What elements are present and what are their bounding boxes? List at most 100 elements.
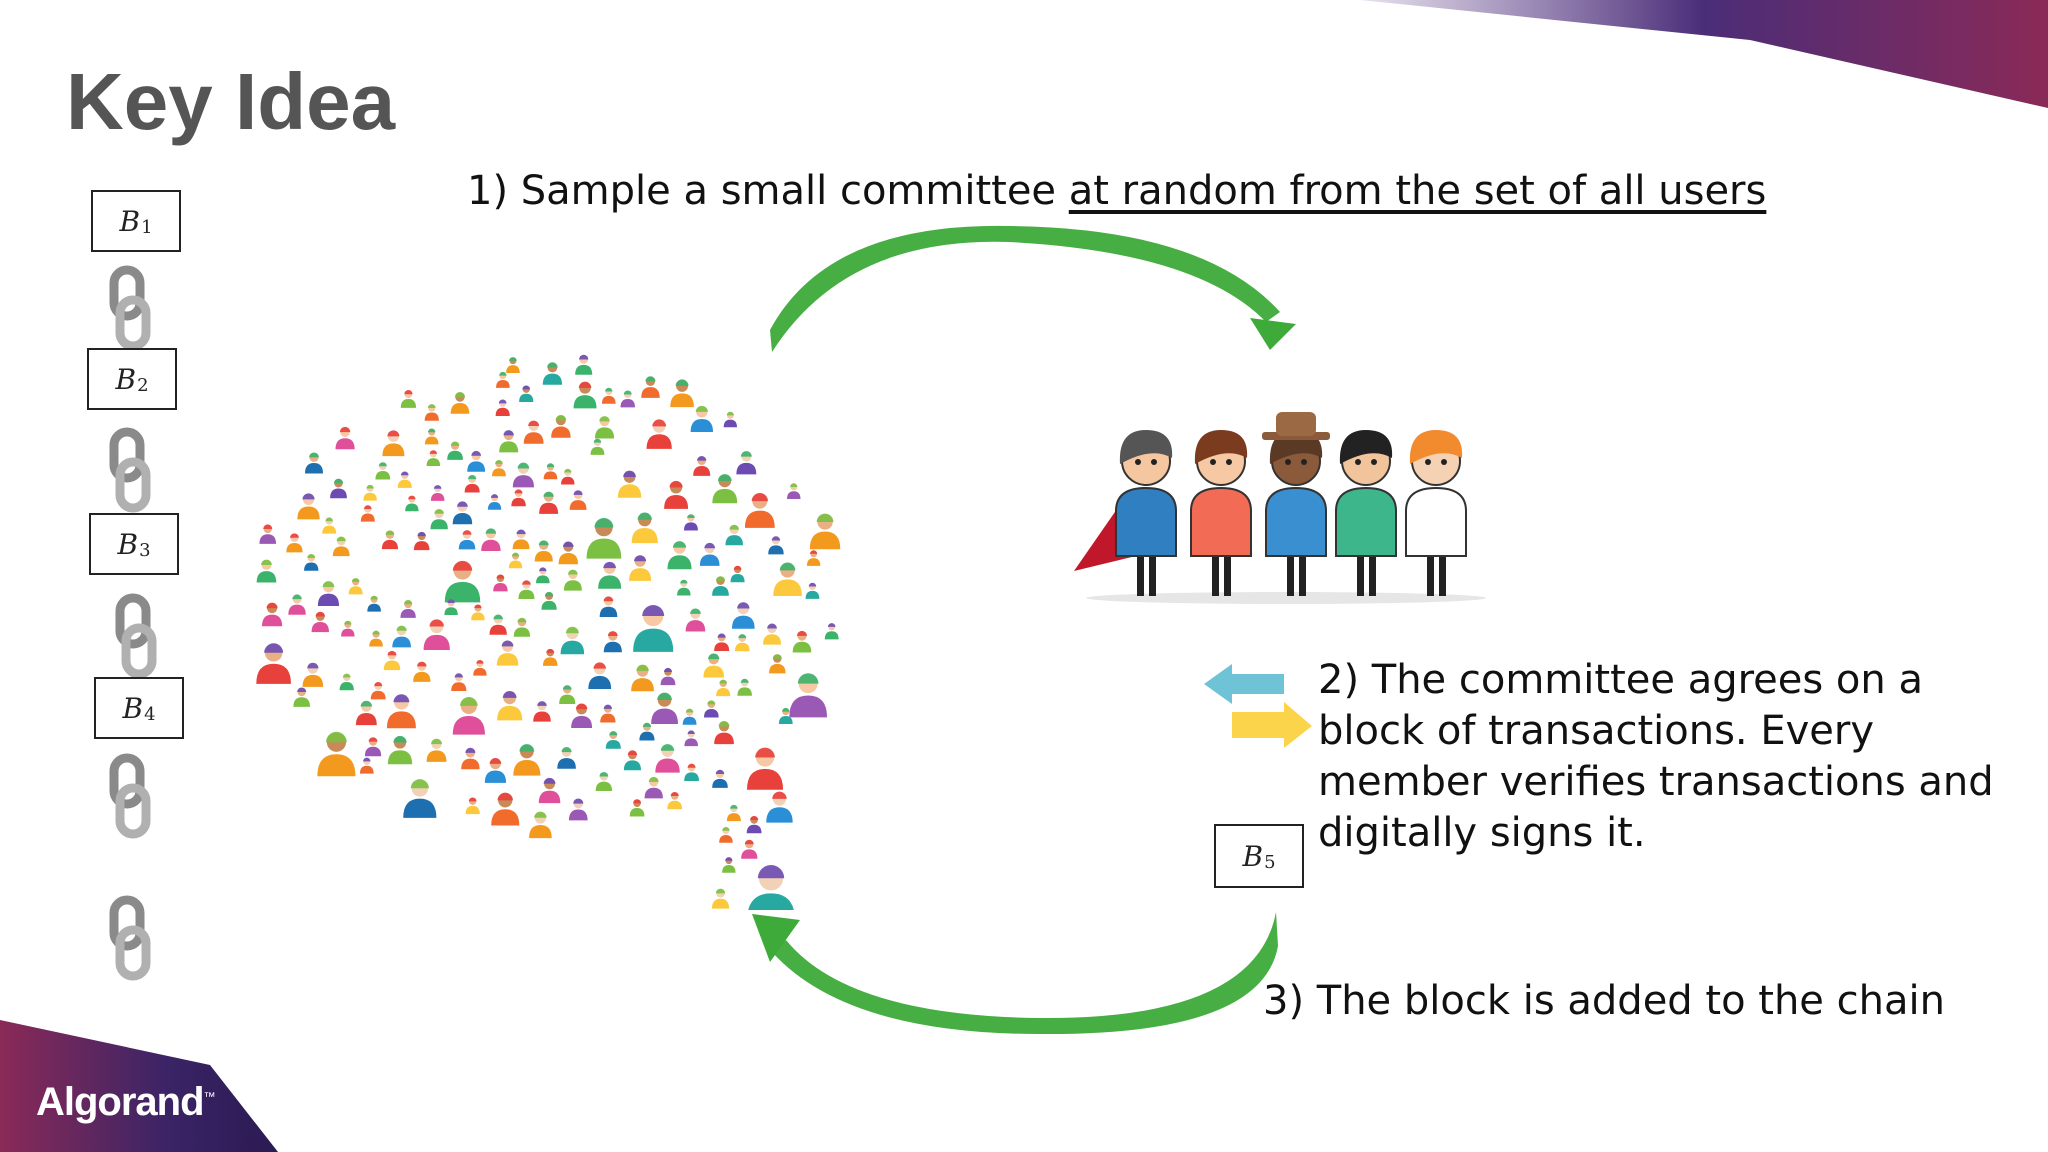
person-icon — [639, 722, 655, 741]
step-1-underlined: at random from the set of all users — [1068, 168, 1767, 214]
person-icon — [599, 596, 618, 617]
person-icon — [322, 517, 337, 534]
person-icon — [559, 685, 576, 704]
person-icon — [458, 530, 476, 550]
person-icon — [541, 591, 557, 610]
person-icon — [261, 602, 283, 627]
person-icon — [586, 517, 622, 559]
person-icon — [789, 673, 828, 718]
person-icon — [719, 827, 733, 843]
person-icon — [363, 484, 377, 501]
committee-group-icon — [1074, 412, 1486, 604]
person-icon — [712, 576, 729, 596]
person-icon — [787, 483, 801, 500]
person-icon — [670, 379, 694, 408]
person-icon — [677, 579, 691, 596]
person-icon — [397, 471, 412, 488]
person-icon — [382, 430, 405, 457]
person-icon — [452, 697, 485, 735]
person-icon — [519, 385, 534, 402]
person-icon — [563, 569, 582, 591]
person-icon — [481, 528, 501, 551]
person-icon — [317, 581, 340, 606]
person-icon — [367, 595, 381, 612]
person-icon — [348, 578, 363, 595]
person-icon — [655, 744, 680, 773]
person-icon — [631, 512, 658, 544]
person-icon — [557, 747, 576, 769]
person-icon — [529, 811, 552, 839]
person-icon — [430, 485, 445, 501]
person-icon — [311, 611, 329, 633]
chain-link-icon — [109, 753, 151, 839]
person-icon — [792, 630, 812, 653]
person-icon — [598, 561, 622, 589]
person-icon — [664, 480, 689, 509]
person-icon — [424, 404, 439, 421]
step-2-text: 2) The committee agrees on a block of tr… — [1318, 657, 1994, 856]
person-icon — [824, 623, 839, 640]
person-icon — [558, 541, 579, 565]
person-icon — [538, 777, 561, 804]
person-icon — [339, 673, 354, 691]
person-icon — [518, 580, 535, 600]
person-icon — [539, 491, 559, 514]
person-icon — [744, 493, 775, 528]
committee-member-icon — [1190, 430, 1252, 596]
person-icon — [633, 604, 674, 652]
person-icon — [737, 678, 752, 696]
person-icon — [513, 617, 531, 637]
person-icon — [768, 536, 784, 555]
person-icon — [452, 501, 473, 525]
person-icon — [575, 354, 593, 375]
person-icon — [644, 776, 663, 799]
person-icon — [400, 600, 416, 618]
person-icon — [369, 630, 383, 647]
person-icon — [726, 804, 741, 822]
person-icon — [450, 392, 470, 414]
person-icon — [302, 662, 324, 687]
person-icon — [487, 494, 502, 510]
person-icon — [561, 468, 575, 485]
person-icon — [386, 694, 416, 729]
person-icon — [511, 489, 526, 507]
person-icon — [403, 779, 437, 818]
person-icon — [595, 771, 613, 792]
person-icon — [335, 426, 355, 450]
bottom-band — [0, 1020, 278, 1152]
person-icon — [617, 470, 642, 498]
person-icon — [495, 399, 510, 416]
person-icon — [560, 626, 585, 655]
person-icon — [542, 362, 563, 385]
person-icon — [603, 631, 622, 653]
person-icon — [423, 619, 450, 651]
person-icon — [297, 493, 320, 520]
person-icon — [693, 456, 711, 476]
person-icon — [383, 650, 401, 671]
person-icon — [660, 667, 676, 686]
person-icon — [722, 857, 736, 873]
person-icon — [714, 721, 734, 745]
person-icon — [741, 839, 758, 859]
person-icon — [464, 474, 480, 493]
person-icon — [512, 462, 534, 488]
person-icon — [330, 478, 347, 499]
committee-member-icon — [1074, 430, 1177, 596]
person-icon — [620, 390, 635, 408]
person-icon — [461, 747, 480, 770]
person-icon — [703, 653, 725, 678]
person-icon — [594, 416, 615, 439]
step-1-text: 1) Sample a small committee at random fr… — [467, 166, 1766, 217]
person-icon — [387, 735, 413, 765]
person-icon — [508, 552, 523, 569]
step-1-plain: 1) Sample a small committee — [467, 168, 1057, 214]
person-icon — [259, 524, 277, 544]
person-icon — [332, 536, 350, 557]
person-icon — [256, 643, 291, 684]
person-icon — [317, 731, 356, 777]
person-icon — [451, 673, 467, 691]
logo-trademark: ™ — [203, 1089, 216, 1104]
person-icon — [489, 614, 507, 635]
